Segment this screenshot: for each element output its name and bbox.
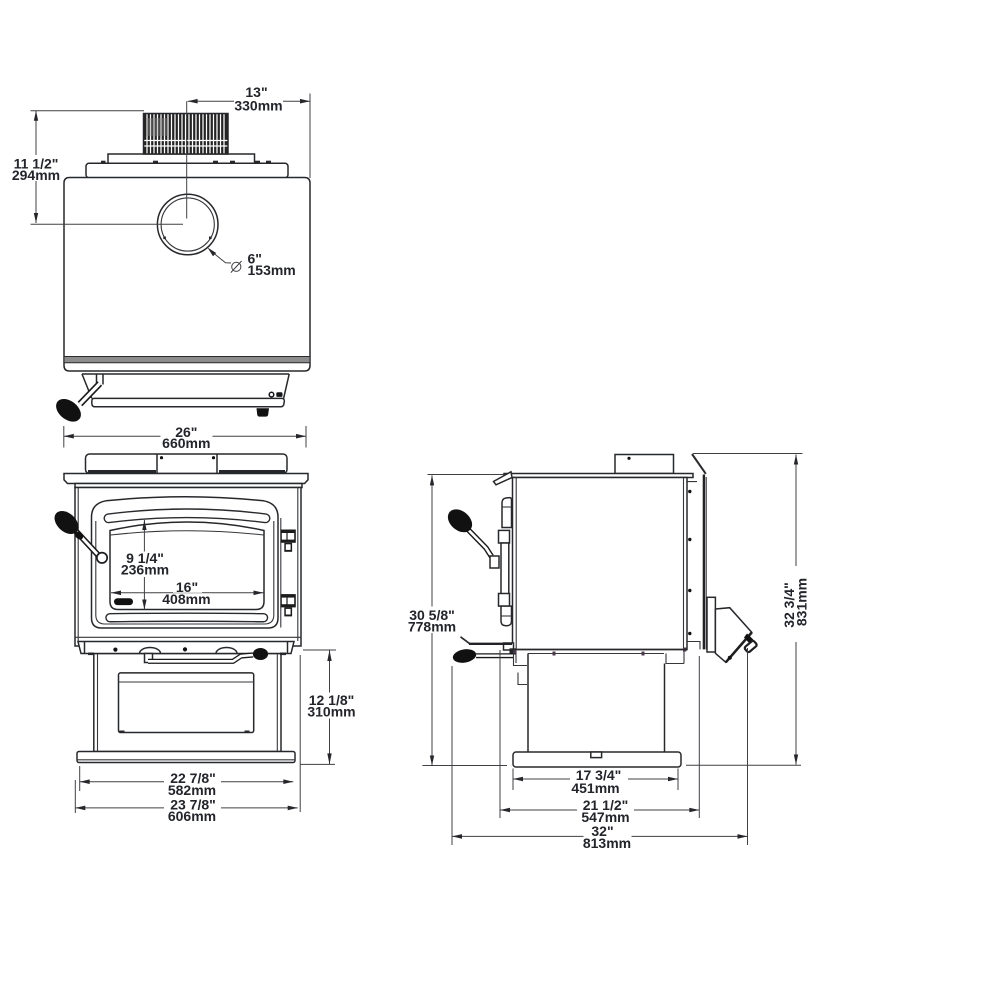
svg-text:9 1/4": 9 1/4" (126, 550, 164, 566)
svg-text:26": 26" (175, 424, 197, 440)
svg-text:606mm: 606mm (168, 808, 216, 824)
svg-text:408mm: 408mm (162, 591, 210, 607)
svg-text:32 3/4": 32 3/4" (781, 582, 797, 628)
svg-text:22 7/8": 22 7/8" (170, 770, 216, 786)
svg-text:294mm: 294mm (12, 167, 60, 183)
svg-text:660mm: 660mm (162, 435, 210, 451)
svg-text:582mm: 582mm (168, 782, 216, 798)
svg-text:153mm: 153mm (248, 262, 296, 278)
svg-text:813mm: 813mm (583, 835, 631, 851)
svg-text:451mm: 451mm (571, 780, 619, 796)
svg-text:21 1/2": 21 1/2" (583, 797, 629, 813)
svg-text:330mm: 330mm (234, 98, 282, 114)
svg-text:778mm: 778mm (408, 618, 456, 634)
svg-text:13": 13" (245, 84, 267, 100)
svg-text:11 1/2": 11 1/2" (14, 156, 59, 172)
svg-text:32": 32" (591, 823, 613, 839)
svg-text:30 5/8": 30 5/8" (409, 607, 455, 623)
svg-text:17 3/4": 17 3/4" (576, 767, 622, 783)
svg-text:310mm: 310mm (307, 704, 355, 720)
svg-text:831mm: 831mm (793, 578, 809, 626)
svg-text:6": 6" (248, 251, 262, 267)
svg-text:23 7/8": 23 7/8" (170, 796, 216, 812)
svg-text:12 1/8": 12 1/8" (309, 692, 355, 708)
svg-text:16": 16" (176, 579, 198, 595)
svg-text:547mm: 547mm (581, 809, 629, 825)
svg-text:236mm: 236mm (121, 562, 169, 578)
